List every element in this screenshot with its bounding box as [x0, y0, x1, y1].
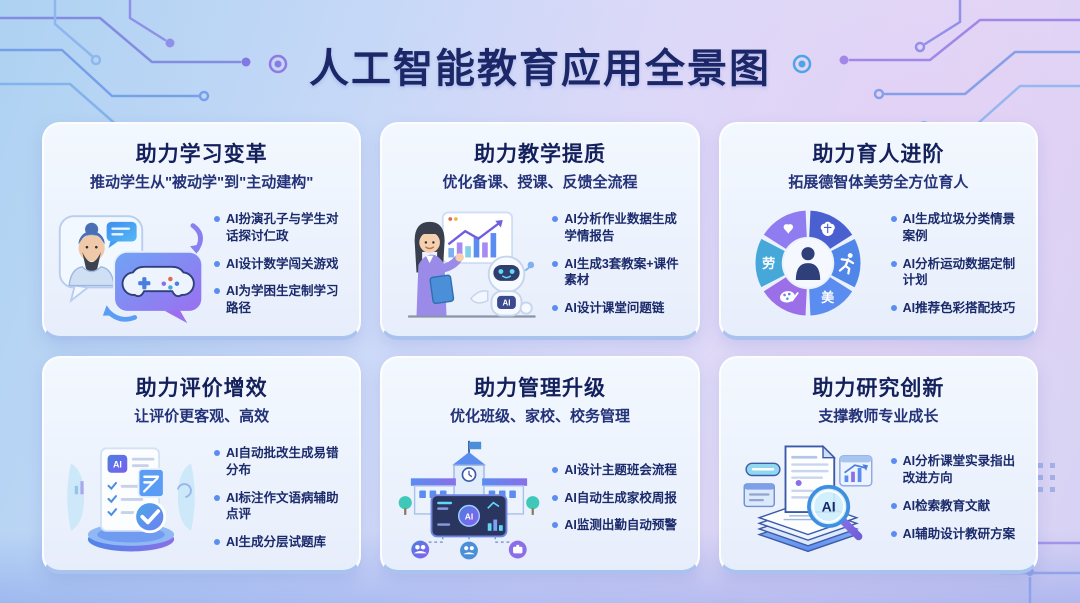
bullet-item: AI为学困生定制学习路径: [214, 283, 345, 317]
bullet-list: AI扮演孔子与学生对话探讨仁政 AI设计数学闯关游戏 AI为学困生定制学习路径: [206, 211, 347, 317]
bullet-list: AI生成垃圾分类情景案例 AI分析运动数据定制计划 AI推荐色彩搭配技巧: [883, 211, 1024, 317]
runner-icon: [838, 253, 854, 275]
bullet-item: AI标注作文语病辅助点评: [214, 490, 345, 524]
book-icon: [429, 274, 455, 305]
ai-dashboard-icon: AI: [430, 494, 508, 538]
bullet-item: AI自动批改生成易错分布: [214, 445, 345, 479]
card-management-upgrade: 助力管理升级 优化班级、家校、校务管理: [380, 356, 700, 574]
bullet-item: AI检索教育文献: [890, 498, 1022, 515]
tree-icon: [399, 496, 413, 510]
bullet-item: AI生成3套教案+课件素材: [552, 256, 683, 290]
bullet-item: AI分析课堂实录指出改进方向: [890, 453, 1022, 487]
bullet-dot: [552, 494, 559, 501]
card-title: 助力学习变革: [135, 143, 268, 166]
school-network-illustration: AI: [394, 433, 544, 563]
robot-icon: AI: [470, 255, 535, 317]
student-silhouette-icon: [795, 247, 820, 280]
bullet-item: AI设计数学闯关游戏: [214, 256, 345, 273]
mini-chart-icon: [838, 455, 873, 487]
card-title: 助力评价增效: [135, 377, 268, 400]
bullet-dot: [890, 458, 897, 465]
stakeholder-nodes: [411, 540, 527, 560]
research-documents-illustration: AI: [733, 433, 883, 563]
card-subtitle: 支撑教师专业成长: [818, 408, 939, 425]
heart-icon: [783, 224, 793, 234]
cards-grid: 助力学习变革 推动学生从"被动学"到"主动建构": [42, 122, 1038, 574]
bullet-list: AI分析课堂实录指出改进方向 AI检索教育文献 AI辅助设计教研方案: [883, 453, 1024, 543]
bullet-item: AI分析作业数据生成学情报告: [552, 211, 683, 245]
card-title: 助力育人进阶: [812, 143, 945, 166]
svg-text:AI: AI: [503, 298, 511, 307]
bullet-dot: [214, 288, 220, 295]
card-title: 助力管理升级: [473, 377, 606, 400]
bullet-dot: [214, 260, 220, 267]
labor-label: 劳: [762, 256, 775, 271]
card-subtitle: 拓展德智体美劳全方位育人: [788, 174, 969, 191]
bullet-item: AI辅助设计教研方案: [890, 526, 1022, 543]
teacher-robot-illustration: AI: [394, 199, 544, 329]
bullet-item: AI设计主题班会流程: [552, 462, 683, 479]
confucius-dialogue-illustration: [56, 199, 206, 329]
bullet-dot: [552, 466, 559, 473]
svg-text:AI: AI: [113, 460, 122, 470]
bullet-dot: [890, 530, 897, 537]
puzzle-wheel-icon: 美 劳: [755, 210, 861, 316]
bullet-dot: [890, 260, 897, 267]
aesthetic-label: 美: [821, 289, 835, 305]
bullet-dot: [552, 260, 559, 267]
palette-icon: [779, 291, 799, 303]
ai-magnifier-icon: AI: [806, 484, 863, 541]
card-teaching-quality: 助力教学提质 优化备课、授课、反馈全流程: [380, 122, 700, 340]
card-evaluation-efficiency: 助力评价增效 让评价更客观、高效: [42, 356, 362, 574]
svg-text:AI: AI: [465, 512, 473, 522]
bullet-list: AI设计主题班会流程 AI自动生成家校周报 AI监测出勤自动预警: [544, 462, 685, 535]
bullet-dot: [552, 305, 559, 312]
card-whole-person-education: 助力育人进阶 拓展德智体美劳全方位育人: [718, 122, 1038, 340]
bullet-item: AI生成垃圾分类情景案例: [890, 211, 1022, 245]
card-title: 助力教学提质: [473, 143, 606, 166]
bullet-dot: [552, 522, 559, 529]
annotation-card-icon: [137, 468, 165, 498]
bullet-dot: [214, 215, 220, 222]
tree-icon: [526, 496, 540, 510]
card-learning-transformation: 助力学习变革 推动学生从"被动学"到"主动建构": [42, 122, 362, 340]
bullet-dot: [890, 503, 897, 509]
bullet-item: AI自动生成家校周报: [552, 490, 683, 507]
card-title: 助力研究创新: [812, 377, 945, 400]
scholar-beard: [82, 251, 101, 272]
brain-icon: [820, 221, 835, 236]
bullet-item: AI分析运动数据定制计划: [890, 256, 1022, 290]
bullet-item: AI监测出勤自动预警: [552, 517, 683, 534]
card-subtitle: 让评价更客观、高效: [134, 408, 270, 425]
notes-window-icon: [743, 483, 775, 508]
bullet-dot: [890, 305, 897, 312]
bullet-item: AI扮演孔子与学生对话探讨仁政: [214, 211, 345, 245]
chart-window-icon: [442, 211, 514, 264]
bullet-item: AI生成分层试题库: [214, 534, 345, 551]
card-subtitle: 优化班级、家校、校务管理: [449, 408, 630, 425]
bullet-dot: [890, 215, 897, 222]
bullet-dot: [214, 539, 220, 546]
gamepad-icon: [121, 265, 195, 298]
teacher-figure: [414, 221, 465, 316]
ai-grading-illustration: AI: [56, 433, 206, 563]
page-title: 人工智能教育应用全景图: [309, 47, 771, 91]
check-badge-icon: [133, 500, 167, 534]
svg-text:AI: AI: [821, 499, 835, 515]
bullet-list: AI分析作业数据生成学情报告 AI生成3套教案+课件素材 AI设计课堂问题链: [544, 211, 685, 317]
bullet-item: AI推荐色彩搭配技巧: [890, 300, 1022, 317]
card-research-innovation: 助力研究创新 支撑教师专业成长: [718, 356, 1038, 574]
bullet-dot: [214, 449, 220, 456]
card-subtitle: 优化备课、授课、反馈全流程: [442, 174, 638, 191]
bullet-dot: [552, 215, 559, 222]
bullet-list: AI自动批改生成易错分布 AI标注作文语病辅助点评 AI生成分层试题库: [206, 445, 347, 551]
keyword-tag-icon: [745, 462, 781, 477]
bullet-dot: [214, 494, 220, 501]
five-education-wheel-illustration: 美 劳: [733, 199, 883, 329]
card-subtitle: 推动学生从"被动学"到"主动建构": [89, 174, 314, 191]
bullet-item: AI设计课堂问题链: [552, 300, 683, 317]
